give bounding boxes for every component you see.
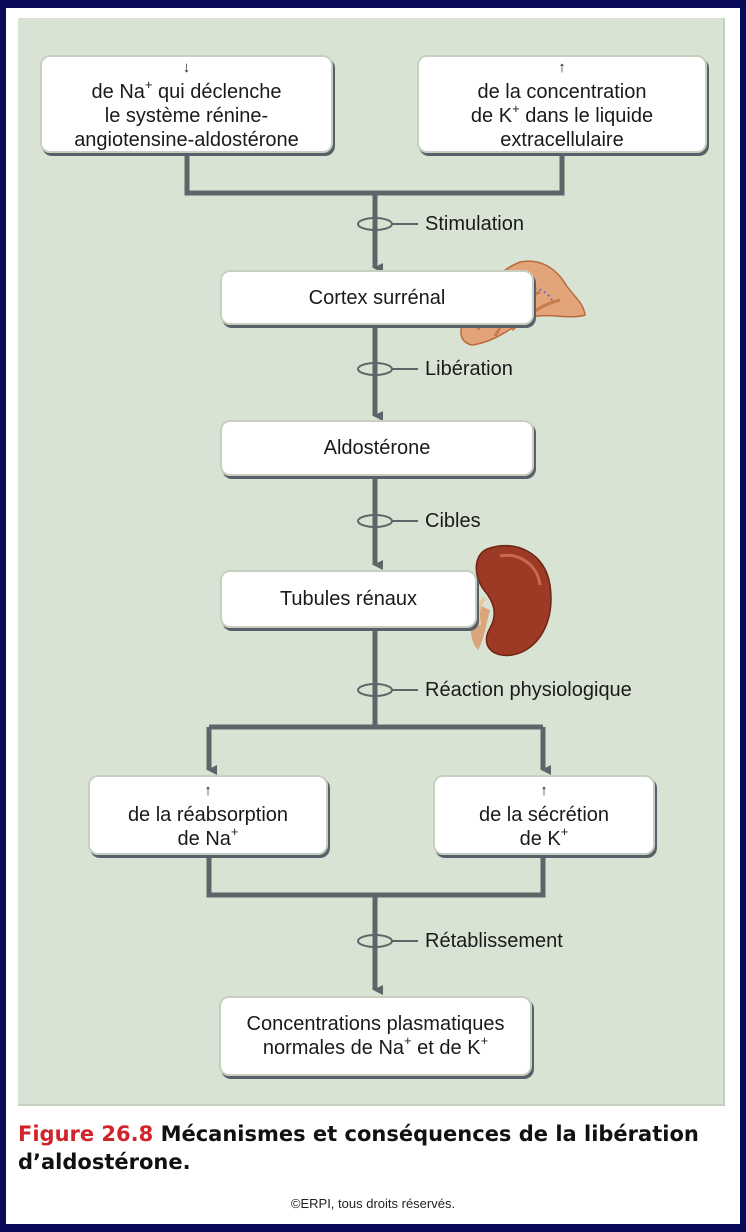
up-arrow-icon: ↑ (204, 782, 212, 799)
label-stimulation: Stimulation (425, 213, 524, 235)
label-reaction: Réaction physiologique (425, 679, 632, 701)
box-k-increase: ↑ de la concentration de K+ dans le liqu… (417, 55, 707, 153)
caption-text: Mécanismes et conséquences de la libérat… (18, 1122, 699, 1174)
up-arrow-icon: ↑ (540, 782, 548, 799)
merge-line-bottom (206, 857, 546, 898)
diagram-background (18, 18, 725, 1106)
down-arrow-icon: ↓ (182, 59, 191, 76)
figure-number: Figure 26.8 (18, 1122, 154, 1146)
box-cortex: Cortex surrénal (220, 270, 534, 325)
box-aldosterone: Aldostérone (220, 420, 534, 476)
figure-caption: Figure 26.8 Mécanismes et conséquences d… (18, 1120, 728, 1176)
box-tubules: Tubules rénaux (220, 570, 477, 628)
label-cibles: Cibles (425, 510, 481, 532)
box-k-secretion: ↑ de la sécrétion de K+ (433, 775, 655, 855)
up-arrow-icon: ↑ (558, 59, 566, 76)
copyright-notice: ©ERPI, tous droits réservés. (290, 1196, 456, 1211)
label-liberation: Libération (425, 358, 513, 380)
box-na-reabsorption: ↑ de la réabsorption de Na+ (88, 775, 328, 855)
kidney-illustration (470, 544, 552, 657)
merge-line-top (184, 155, 565, 196)
label-retablissement: Rétablissement (425, 930, 563, 952)
split-line (209, 630, 543, 730)
box-normal-concentrations: Concentrations plasmatiques normales de … (219, 996, 532, 1076)
box-na-decrease: ↓ de Na+ qui déclenche le système rénine… (40, 55, 333, 153)
